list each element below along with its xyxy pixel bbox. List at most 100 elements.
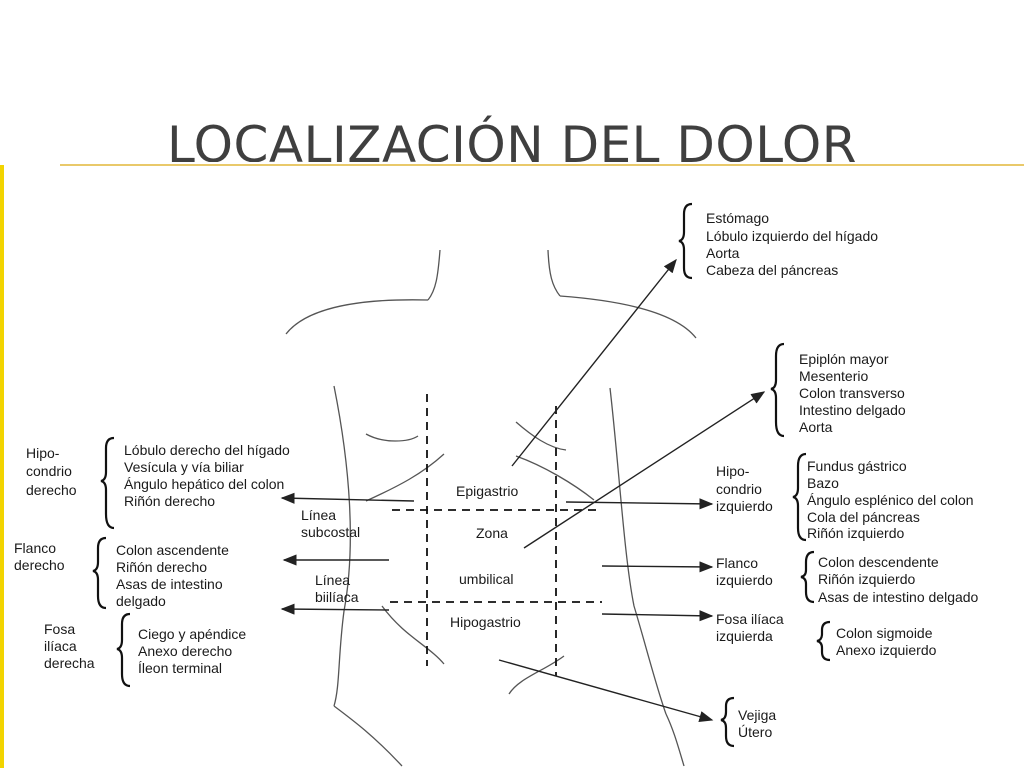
- arrow-hipocondrio-der: [280, 492, 415, 504]
- group-fosa-iliaca-derecha: Fosa ilíaca derecha Ciego y apéndice Ane…: [44, 621, 246, 676]
- region-label: izquierdo: [716, 572, 773, 588]
- item: Riñón derecho: [124, 493, 215, 509]
- left-rib-line: [365, 433, 419, 442]
- item: Colon descendente: [818, 554, 939, 570]
- left-flank-line: [333, 385, 351, 707]
- neck-right-line: [547, 249, 561, 297]
- group-top-right: Estómago Lóbulo izquierdo del hígado Aor…: [706, 210, 878, 278]
- region-label: condrio: [26, 463, 72, 479]
- arrow-top-right: [511, 258, 677, 467]
- item: Íleon terminal: [138, 660, 222, 676]
- item: Útero: [738, 724, 772, 740]
- torso-outline: [285, 249, 697, 767]
- brace-hipocondrio-der: [100, 436, 115, 530]
- region-label: ilíaca: [44, 638, 77, 654]
- region-label: Fosa ilíaca: [716, 611, 784, 627]
- group-fosa-iliaca-izquierda: Fosa ilíaca izquierda Colon sigmoide Ane…: [716, 611, 937, 658]
- item: Anexo derecho: [138, 643, 232, 659]
- item: Ángulo hepático del colon: [124, 476, 284, 492]
- item: Aorta: [706, 245, 740, 261]
- region-label: Hipo-: [716, 463, 750, 479]
- region-label: derecho: [14, 557, 65, 573]
- right-hip-line: [665, 713, 685, 767]
- region-label: Hipo-: [26, 445, 60, 461]
- item: Mesenterio: [799, 368, 868, 384]
- item: Colon sigmoide: [836, 625, 933, 641]
- item: Colon ascendente: [116, 542, 229, 558]
- label-hipogastrio: Hipogastrio: [450, 614, 521, 630]
- braces: [92, 202, 831, 748]
- arrow-hipocondrio-izq: [565, 498, 714, 510]
- body-labels: Epigastrio Zona umbilical Hipogastrio Lí…: [301, 483, 521, 630]
- right-flank-line: [609, 387, 667, 715]
- label-linea-biiliaca-2: biilíaca: [315, 589, 359, 605]
- abdomen-svg: Epigastrio Zona umbilical Hipogastrio Lí…: [14, 202, 979, 767]
- group-hipocondrio-derecho: Hipo- condrio derecho Lóbulo derecho del…: [26, 442, 290, 509]
- right-costal-line: [515, 455, 595, 501]
- label-linea-subcostal-2: subcostal: [301, 524, 360, 540]
- item: Riñón izquierdo: [818, 571, 915, 587]
- slide-title: LOCALIZACIÓN DEL DOLOR: [167, 116, 857, 162]
- title-underline: [60, 164, 1024, 166]
- pointer-arrows: [280, 258, 766, 722]
- item: Bazo: [807, 475, 839, 491]
- label-linea-subcostal-1: Línea: [301, 507, 336, 523]
- item: Lóbulo izquierdo del hígado: [706, 228, 878, 244]
- region-label: Flanco: [716, 555, 758, 571]
- item: Intestino delgado: [799, 402, 906, 418]
- left-groin-line: [381, 605, 445, 665]
- group-hipocondrio-izquierdo: Hipo- condrio izquierdo Fundus gástrico …: [716, 458, 974, 541]
- arrow-fosa-izq: [601, 610, 714, 622]
- arrow-flanco-izq: [601, 561, 714, 573]
- item: Cabeza del páncreas: [706, 262, 838, 278]
- group-flanco-derecho: Flanco derecho Colon ascendente Riñón de…: [14, 540, 229, 609]
- item: Asas de intestino delgado: [818, 589, 979, 605]
- brace-flanco-der: [92, 536, 107, 610]
- item: Ciego y apéndice: [138, 626, 246, 642]
- arrow-bottom-right: [498, 659, 714, 722]
- item: Asas de intestino: [116, 576, 223, 592]
- item: Anexo izquierdo: [836, 642, 937, 658]
- item: Cola del páncreas: [807, 509, 920, 525]
- label-linea-biiliaca-1: Línea: [315, 572, 350, 588]
- region-label: izquierdo: [716, 498, 773, 514]
- region-label: Fosa: [44, 621, 75, 637]
- region-label: derecha: [44, 655, 95, 671]
- arrow-fosa-der: [280, 603, 390, 615]
- brace-top-right: [678, 202, 693, 280]
- label-epigastrio: Epigastrio: [456, 483, 518, 499]
- item: Epiplón mayor: [799, 351, 889, 367]
- brace-hipocondrio-izq: [792, 452, 807, 542]
- item: delgado: [116, 593, 166, 609]
- region-label: izquierda: [716, 628, 773, 644]
- region-label: derecho: [26, 482, 77, 498]
- item: Vesícula y vía biliar: [124, 459, 244, 475]
- left-hip-line: [333, 705, 403, 767]
- item: Ángulo esplénico del colon: [807, 492, 974, 508]
- brace-fosa-izq: [816, 620, 831, 662]
- brace-fosa-der: [116, 612, 131, 688]
- neck-left-line: [427, 249, 441, 301]
- region-label: Flanco: [14, 540, 56, 556]
- group-mid-right: Epiplón mayor Mesenterio Colon transvers…: [799, 351, 906, 435]
- accent-bar: [0, 165, 4, 768]
- region-grid: [390, 394, 602, 676]
- brace-bottom-right: [720, 696, 735, 748]
- group-flanco-izquierdo: Flanco izquierdo Colon descendente Riñón…: [716, 554, 979, 605]
- left-shoulder-line: [285, 299, 429, 335]
- arrow-mid-right: [523, 391, 766, 549]
- right-shoulder-line: [559, 295, 697, 339]
- group-bottom-right: Vejiga Útero: [738, 707, 776, 740]
- right-groin-line: [508, 655, 565, 695]
- item: Fundus gástrico: [807, 458, 907, 474]
- label-zona-2: umbilical: [459, 571, 513, 587]
- brace-mid-right: [770, 342, 785, 438]
- item: Riñón derecho: [116, 559, 207, 575]
- label-zona-1: Zona: [476, 525, 508, 541]
- brace-flanco-izq: [800, 550, 815, 604]
- right-rib-line: [515, 421, 567, 451]
- item: Riñón izquierdo: [807, 525, 904, 541]
- item: Estómago: [706, 210, 769, 226]
- region-label: condrio: [716, 481, 762, 497]
- item: Lóbulo derecho del hígado: [124, 442, 290, 458]
